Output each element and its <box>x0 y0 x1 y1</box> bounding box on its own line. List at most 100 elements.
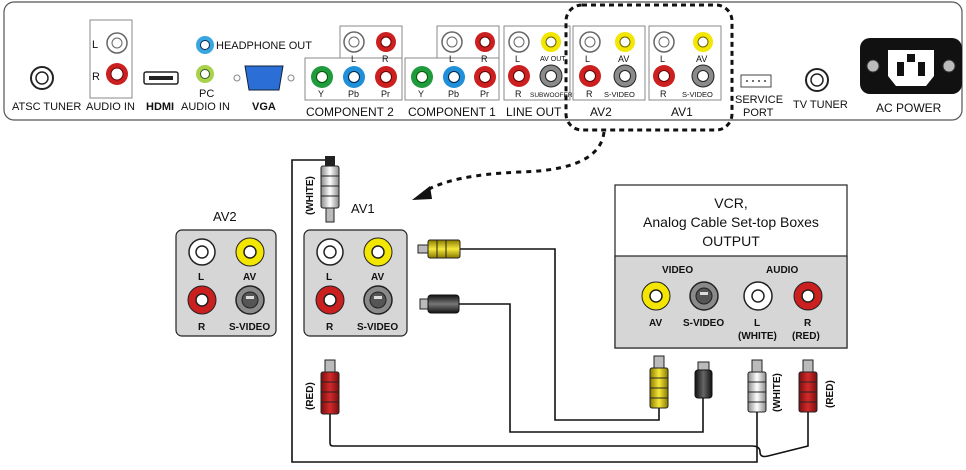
back-av2-r: R <box>586 89 593 99</box>
back-av1-group <box>648 25 722 101</box>
audio-in-label: AUDIO IN <box>86 101 135 113</box>
service-port-label-1: SERVICE <box>735 94 783 106</box>
white-plug-top <box>320 156 340 223</box>
zoom-av2-av: AV <box>243 272 256 283</box>
line-out-av-out: AV OUT <box>540 56 566 63</box>
vga-port <box>233 65 295 91</box>
line-out-title: LINE OUT <box>506 105 562 119</box>
zoom-av2-title: AV2 <box>213 209 237 224</box>
vcr-l-sub-label: (WHITE) <box>738 331 777 342</box>
red-cable-label-left: (RED) <box>305 382 316 410</box>
component2-top-l: L <box>351 54 356 64</box>
component1-title: COMPONENT 1 <box>408 105 496 119</box>
hdmi-port <box>143 71 179 85</box>
headphone-out-label: HEADPHONE OUT <box>216 40 312 52</box>
back-av1-title: AV1 <box>671 105 693 119</box>
hdmi-label: HDMI <box>146 101 174 113</box>
back-av1-r: R <box>660 89 667 99</box>
component2-top-r: R <box>382 54 389 64</box>
ac-power-label: AC POWER <box>876 101 942 115</box>
white-audio-wire <box>291 159 758 463</box>
yellow-plug-left <box>417 239 461 259</box>
vcr-jacks <box>641 281 823 311</box>
line-out-r: R <box>515 89 522 99</box>
pc-audio-in-label: AUDIO IN <box>181 101 230 113</box>
white-cable-label-right: (WHITE) <box>772 373 783 412</box>
vcr-title-2: Analog Cable Set-top Boxes <box>643 214 819 230</box>
vga-label: VGA <box>252 101 276 113</box>
zoom-av2-r: R <box>198 322 206 333</box>
audio-in-r-jack <box>106 63 128 85</box>
line-out-subwoofer: SUBWOOFER <box>530 92 573 99</box>
zoom-av2-svideo: S-VIDEO <box>229 322 270 333</box>
svideo-plug-right <box>694 361 713 399</box>
vcr-svideo-label: S-VIDEO <box>683 318 724 329</box>
vcr-title-3: OUTPUT <box>702 233 760 249</box>
back-av1-l: L <box>660 54 665 64</box>
tv-tuner-label: TV TUNER <box>793 99 848 111</box>
white-plug-right <box>747 359 767 413</box>
zoom-av1-r: R <box>326 322 334 333</box>
red-plug-left <box>320 359 340 415</box>
zoom-av1-svideo: S-VIDEO <box>357 322 398 333</box>
white-cable-label-top: (WHITE) <box>305 176 316 215</box>
component2-group <box>304 25 403 101</box>
audio-in-l-jack <box>106 32 128 54</box>
tv-back-panel: ATSC TUNER L R AUDIO IN HDMI HEADPHONE O… <box>3 1 963 132</box>
svideo-wire <box>459 303 704 433</box>
vcr-l-label: L <box>754 318 760 329</box>
cable-wires <box>291 159 809 463</box>
audio-in-frame <box>89 19 133 99</box>
vcr-box <box>614 184 848 349</box>
vcr-r-sub-label: (RED) <box>792 331 820 342</box>
vcr-title-1: VCR, <box>714 195 747 211</box>
back-av2-title: AV2 <box>590 105 612 119</box>
red-plug-right <box>798 359 818 413</box>
atsc-tuner-label: ATSC TUNER <box>12 101 81 113</box>
vcr-av-label: AV <box>649 318 662 329</box>
highlight-box <box>564 3 734 132</box>
zoom-av1-av: AV <box>371 272 384 283</box>
back-av1-av: AV <box>696 54 707 64</box>
vcr-audio-label: AUDIO <box>766 265 798 276</box>
back-av2-group <box>572 25 646 101</box>
component1-pb: Pb <box>448 89 459 99</box>
service-port-label-2: PORT <box>743 107 774 119</box>
pc-audio-jack <box>196 65 214 83</box>
back-av2-av: AV <box>618 54 629 64</box>
component1-pr: Pr <box>480 89 489 99</box>
headphone-jack <box>196 36 214 54</box>
component1-top-r: R <box>481 54 488 64</box>
service-port <box>740 74 772 88</box>
red-cable-label-right: (RED) <box>825 380 836 408</box>
zoom-av2-l: L <box>198 272 204 283</box>
zoom-av1-panel <box>303 229 408 337</box>
component2-title: COMPONENT 2 <box>306 105 394 119</box>
pc-label: PC <box>199 88 214 100</box>
component2-pr: Pr <box>381 89 390 99</box>
back-av1-svideo: S-VIDEO <box>682 90 713 99</box>
zoom-av1-title: AV1 <box>351 201 375 216</box>
vcr-video-label: VIDEO <box>662 265 693 276</box>
red-audio-wire <box>329 412 809 458</box>
back-av2-l: L <box>585 54 590 64</box>
component2-y: Y <box>318 89 324 99</box>
component1-y: Y <box>418 89 424 99</box>
back-av2-svideo: S-VIDEO <box>604 90 635 99</box>
component1-top-l: L <box>449 54 454 64</box>
component2-pb: Pb <box>348 89 359 99</box>
tv-tuner-jack <box>805 68 829 92</box>
zoom-av1-l: L <box>326 272 332 283</box>
zoom-av2-panel <box>175 229 277 337</box>
audio-in-r-label: R <box>92 71 100 83</box>
component1-group <box>404 25 500 101</box>
svideo-plug-left <box>419 294 460 314</box>
yellow-video-wire <box>460 248 660 421</box>
line-out-group <box>503 25 571 101</box>
yellow-plug-right <box>649 355 669 409</box>
atsc-tuner-jack <box>30 66 54 90</box>
line-out-l: L <box>515 54 520 64</box>
zoom-arrow <box>412 131 606 200</box>
ac-power-socket <box>860 38 962 94</box>
